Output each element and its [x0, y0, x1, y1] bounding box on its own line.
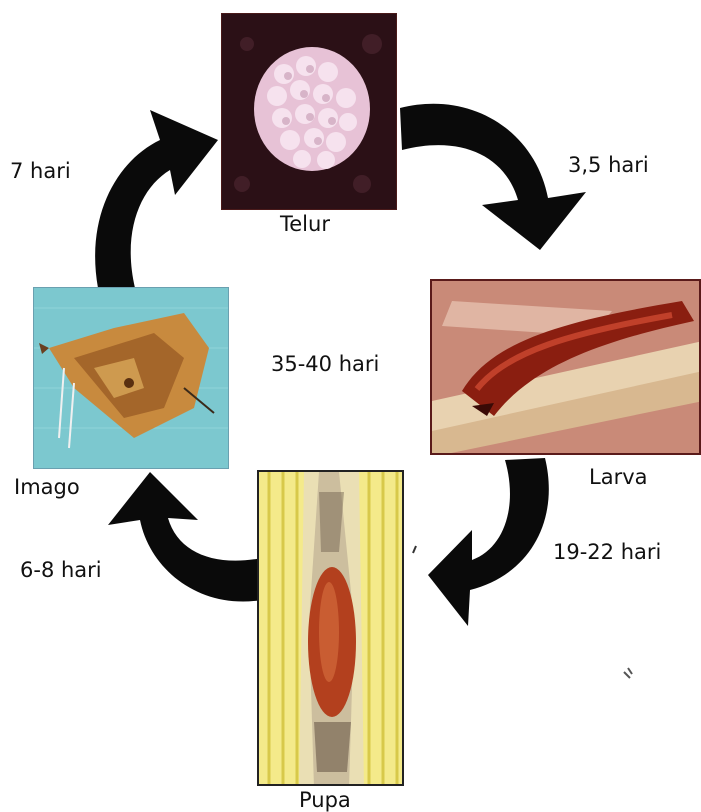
stage-label-imago: Imago	[14, 477, 80, 498]
larva-icon	[432, 281, 701, 455]
duration-pupa-to-imago: 6-8 hari	[20, 560, 102, 581]
telur-photo	[221, 13, 397, 210]
arrow-pupa-to-imago	[108, 472, 262, 602]
pupa-photo	[257, 470, 404, 786]
duration-larva-to-pupa: 19-22 hari	[553, 542, 661, 563]
stage-label-larva: Larva	[589, 467, 648, 488]
arrow-larva-to-pupa	[428, 458, 549, 626]
stray-mark	[413, 546, 416, 553]
pupa-icon	[259, 472, 404, 786]
stray-mark	[624, 668, 632, 678]
moth-icon	[34, 288, 228, 468]
arrow-telur-to-larva	[400, 104, 586, 250]
duration-total-cycle: 35-40 hari	[271, 354, 379, 375]
imago-photo	[33, 287, 229, 469]
duration-telur-to-larva: 3,5 hari	[568, 155, 649, 176]
egg-cluster-icon	[222, 14, 396, 209]
duration-imago-to-telur: 7 hari	[10, 161, 71, 182]
stage-label-telur: Telur	[280, 214, 330, 235]
larva-photo	[430, 279, 701, 455]
stage-label-pupa: Pupa	[299, 790, 351, 811]
arrow-imago-to-telur	[95, 110, 218, 288]
